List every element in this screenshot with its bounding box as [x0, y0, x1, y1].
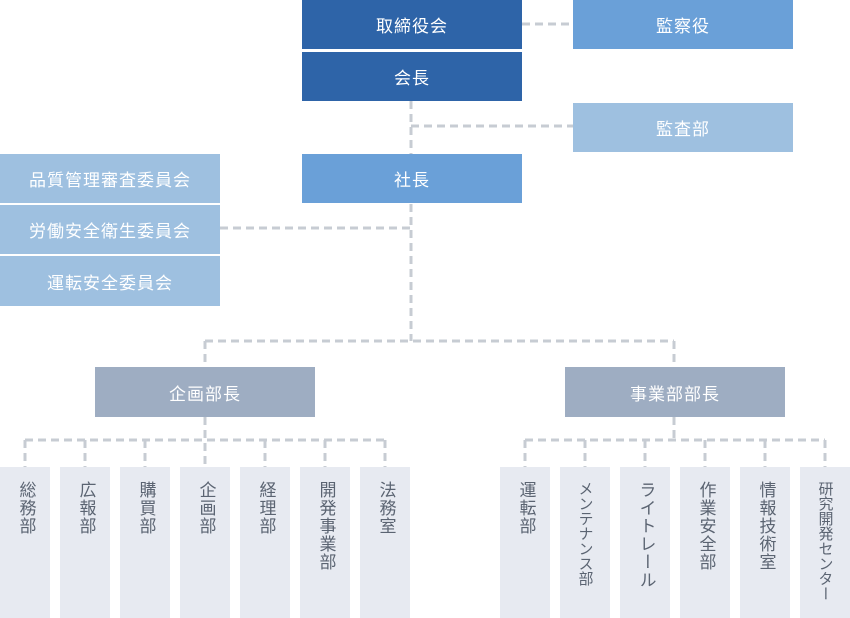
- department-box: 開発事業部: [300, 467, 350, 618]
- department-label: 研究開発センター: [816, 481, 835, 601]
- president-box: 社長: [302, 154, 522, 203]
- department-box: 企画部: [180, 467, 230, 618]
- department-box: メンテナンス部: [560, 467, 610, 618]
- department-label: 運転部: [515, 481, 536, 535]
- operation-safety-committee-box: 運転安全委員会: [0, 256, 220, 306]
- department-box: 研究開発センター: [800, 467, 850, 618]
- department-box: 法務室: [360, 467, 410, 618]
- department-box: 作業安全部: [680, 467, 730, 618]
- department-label: メンテナンス部: [576, 481, 595, 586]
- department-label: 広報部: [75, 481, 96, 535]
- department-label: ライトレール: [635, 481, 656, 589]
- chairman-box: 会長: [302, 52, 522, 101]
- department-label: 購買部: [135, 481, 156, 535]
- department-label: 経理部: [255, 481, 276, 535]
- occupational-safety-committee-box: 労働安全衛生委員会: [0, 205, 220, 254]
- department-box: 購買部: [120, 467, 170, 618]
- audit-department-box: 監査部: [573, 103, 793, 152]
- department-box: 総務部: [0, 467, 50, 618]
- board-of-directors-box: 取締役会: [302, 0, 522, 49]
- department-label: 作業安全部: [695, 481, 716, 571]
- department-label: 企画部: [195, 481, 216, 535]
- planning-head-box: 企画部長: [95, 367, 315, 417]
- department-box: 運転部: [500, 467, 550, 618]
- department-label: 情報技術室: [755, 481, 776, 571]
- department-box: 広報部: [60, 467, 110, 618]
- quality-review-committee-box: 品質管理審査委員会: [0, 154, 220, 203]
- department-label: 法務室: [375, 481, 396, 535]
- department-box: 経理部: [240, 467, 290, 618]
- business-head-box: 事業部部長: [565, 367, 785, 417]
- auditor-box: 監察役: [573, 0, 793, 49]
- department-box: 情報技術室: [740, 467, 790, 618]
- department-label: 開発事業部: [315, 481, 336, 571]
- department-label: 総務部: [15, 481, 36, 535]
- department-box: ライトレール: [620, 467, 670, 618]
